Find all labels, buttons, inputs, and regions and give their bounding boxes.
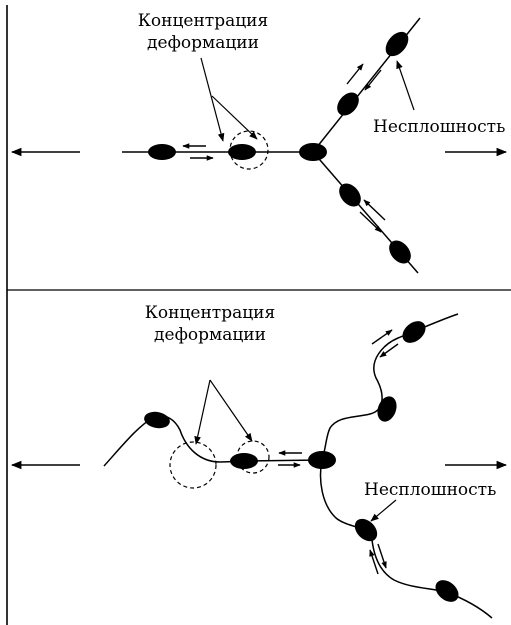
- top-discontinuity-pointer: [396, 60, 415, 111]
- bottom-shear-arrow: [371, 329, 393, 345]
- top-particle: [389, 240, 411, 264]
- top-shear-arrow: [346, 63, 364, 85]
- top-shear-arrow: [363, 199, 386, 221]
- bottom-concentration-circle: [236, 440, 270, 474]
- top-concentration-label-line1: Концентрация: [138, 11, 268, 31]
- bottom-particle: [230, 453, 258, 469]
- top-particle: [339, 183, 361, 207]
- top-discontinuity-label: Несплошность: [373, 117, 505, 137]
- bottom-particle: [402, 321, 426, 343]
- top-shear-arrow: [364, 69, 382, 91]
- bottom-shear-arrow: [377, 543, 387, 569]
- top-particle: [385, 31, 409, 57]
- top-shear-arrow: [359, 211, 382, 233]
- bottom-particle: [144, 411, 170, 429]
- bottom-concentration-label-line1: Концентрация: [145, 303, 275, 323]
- bottom-particle: [377, 396, 397, 422]
- top-concentration-circle: [229, 130, 269, 170]
- bottom-boundary-left: [103, 415, 323, 467]
- bottom-panel: Концентрация деформации Несплошность: [10, 303, 508, 619]
- bottom-discontinuity-pointer: [370, 499, 397, 522]
- top-particle: [337, 92, 359, 116]
- top-particle: [148, 144, 176, 160]
- bottom-particle: [354, 518, 378, 542]
- bottom-boundary-upper-branch: [321, 313, 459, 461]
- bottom-concentration-pointer: [194, 379, 211, 445]
- bottom-shear-arrow: [369, 549, 379, 575]
- top-concentration-pointer: [211, 95, 258, 140]
- top-panel: Концентрация деформации Несплошность: [10, 11, 508, 274]
- bottom-particle: [435, 580, 459, 602]
- bottom-particle-junction: [308, 451, 336, 469]
- bottom-concentration-pointer: [209, 379, 253, 442]
- bottom-shear-arrow: [379, 343, 399, 358]
- top-concentration-pointer: [200, 57, 225, 142]
- bottom-discontinuity-label: Несплошность: [364, 480, 496, 500]
- top-particle-junction: [299, 143, 327, 161]
- top-particle: [228, 144, 256, 160]
- top-concentration-label-line2: деформации: [147, 33, 259, 53]
- bottom-concentration-circle: [169, 441, 217, 489]
- bottom-concentration-label-line2: деформации: [154, 325, 266, 345]
